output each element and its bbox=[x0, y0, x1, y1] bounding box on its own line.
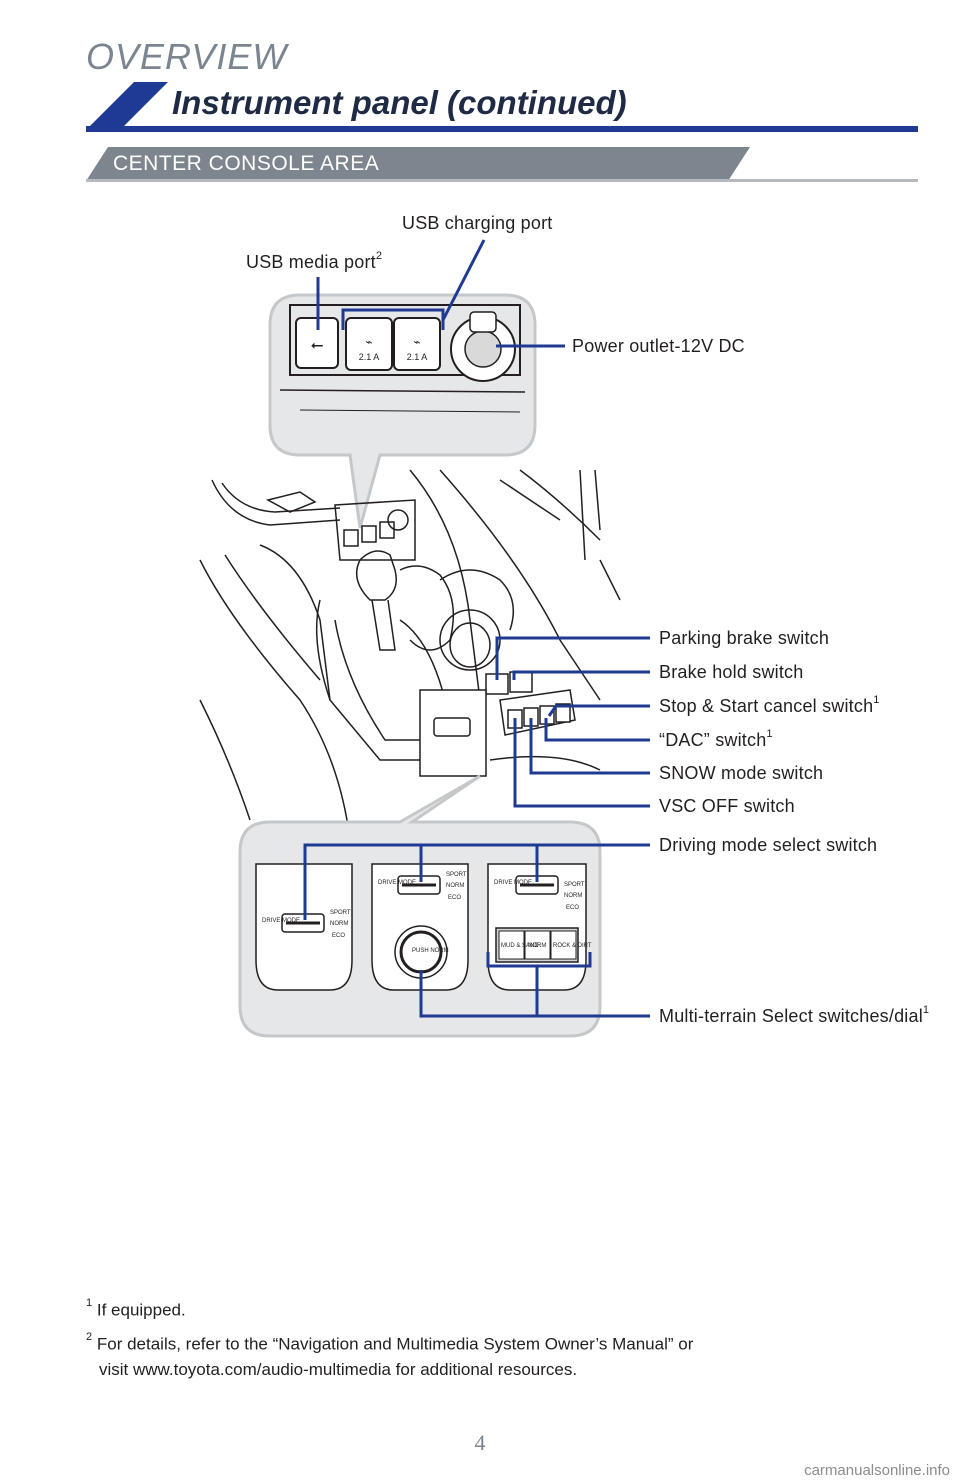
footnote-2-continued: visit www.toyota.com/audio-multimedia fo… bbox=[99, 1360, 578, 1379]
page-number: 4 bbox=[474, 1430, 486, 1455]
eco-label: ECO bbox=[332, 933, 345, 939]
drive-mode-label: DRIVE MODE bbox=[494, 880, 532, 886]
svg-text:⌁: ⌁ bbox=[413, 335, 420, 349]
mud-sand-label: MUD & SAND bbox=[501, 943, 539, 949]
usb-rating-label: 2.1 A bbox=[359, 352, 380, 362]
drive-mode-label: DRIVE MODE bbox=[262, 918, 300, 924]
watermark: carmanualsonline.info bbox=[804, 1462, 950, 1479]
eco-label: ECO bbox=[566, 905, 579, 911]
rock-dirt-label: ROCK & DIRT bbox=[553, 943, 592, 949]
sport-label: SPORT bbox=[564, 882, 585, 888]
norm-label: NORM bbox=[528, 943, 546, 949]
title-banner bbox=[86, 82, 918, 132]
footnote-mark: 1 bbox=[766, 728, 773, 740]
footnote-2: 2 For details, refer to the “Navigation … bbox=[86, 1331, 694, 1354]
usb-zoom-panel: ⭠ ⌁ ⌁ 2.1 A 2.1 A bbox=[268, 293, 537, 529]
push-norm-label: PUSH NORM bbox=[412, 948, 449, 954]
footnote-mark: 1 bbox=[873, 694, 880, 706]
usb-media-port-label: USB media port2 bbox=[246, 250, 383, 272]
section-banner bbox=[86, 147, 918, 182]
driving-mode-select-switch-label: Driving mode select switch bbox=[659, 835, 878, 855]
section-label: OVERVIEW bbox=[86, 36, 288, 77]
leader-lines-right bbox=[495, 636, 650, 808]
sport-label: SPORT bbox=[330, 910, 351, 916]
page-title: Instrument panel (continued) bbox=[172, 84, 627, 121]
stop-start-cancel-switch-label: Stop & Start cancel switch1 bbox=[659, 694, 880, 716]
svg-text:⌁: ⌁ bbox=[365, 335, 372, 349]
console-drawing bbox=[199, 469, 621, 841]
drive-mode-label: DRIVE MODE bbox=[378, 880, 416, 886]
drive-mode-zoom-panel: DRIVE MODE DRIVE MODE DRIVE MODE SPORT S… bbox=[238, 774, 602, 1038]
svg-text:⭠: ⭠ bbox=[311, 335, 324, 354]
usb-rating-label: 2.1 A bbox=[407, 352, 428, 362]
section-title: CENTER CONSOLE AREA bbox=[113, 152, 380, 175]
norm-label: NORM bbox=[330, 921, 348, 927]
snow-mode-switch-label: SNOW mode switch bbox=[659, 763, 824, 783]
footnote-mark: 2 bbox=[375, 250, 383, 262]
footnote-mark: 1 bbox=[922, 1004, 930, 1016]
eco-label: ECO bbox=[448, 895, 461, 901]
sport-label: SPORT bbox=[446, 872, 467, 878]
center-console-diagram: ⭠ ⌁ ⌁ 2.1 A 2.1 A bbox=[199, 239, 650, 1038]
norm-label: NORM bbox=[564, 893, 582, 899]
power-outlet-label: Power outlet-12V DC bbox=[572, 336, 745, 356]
leader-lines-bottom bbox=[303, 843, 650, 1018]
vsc-off-switch-label: VSC OFF switch bbox=[659, 796, 795, 816]
dac-switch-label: “DAC” switch1 bbox=[659, 728, 773, 750]
usb-charging-port-1 bbox=[345, 317, 393, 371]
parking-brake-switch-label: Parking brake switch bbox=[659, 628, 830, 648]
usb-charging-port-label: USB charging port bbox=[402, 213, 553, 233]
multi-terrain-select-label: Multi-terrain Select switches/dial1 bbox=[659, 1004, 930, 1026]
leader-lines-top bbox=[316, 239, 565, 348]
norm-label: NORM bbox=[446, 883, 464, 889]
brake-hold-switch-label: Brake hold switch bbox=[659, 662, 804, 682]
footnote-1: 1 If equipped. bbox=[86, 1297, 186, 1320]
usb-charging-port-2 bbox=[393, 317, 441, 371]
